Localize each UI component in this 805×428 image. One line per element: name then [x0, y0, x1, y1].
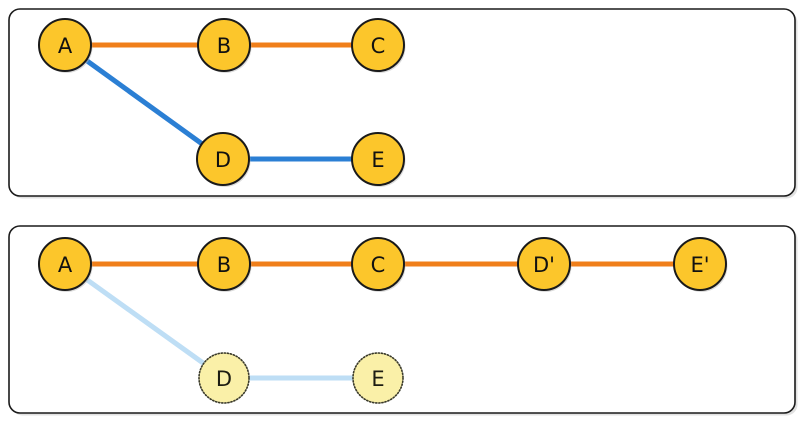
panels-layer [8, 8, 798, 416]
node-circle-Ep[interactable] [673, 237, 727, 291]
nodes-layer: A B C D E A B C D' E' D E [38, 18, 728, 404]
node-circle-D[interactable] [196, 132, 250, 186]
node-D[interactable]: D [196, 132, 251, 187]
node-Dp[interactable]: D' [517, 237, 572, 292]
node-A[interactable]: A [38, 18, 93, 73]
node-B[interactable]: B [197, 237, 252, 292]
node-D[interactable]: D [198, 352, 250, 404]
node-circle-A[interactable] [38, 18, 92, 72]
node-E[interactable]: E [351, 132, 406, 187]
node-Ep[interactable]: E' [673, 237, 728, 292]
edges-layer [82, 42, 677, 381]
node-circle-Dp[interactable] [517, 237, 571, 291]
node-circle-A[interactable] [38, 237, 92, 291]
node-circle-E[interactable] [352, 352, 404, 404]
node-circle-B[interactable] [197, 18, 251, 72]
node-E[interactable]: E [352, 352, 404, 404]
node-circle-C[interactable] [351, 237, 405, 291]
node-circle-D[interactable] [198, 352, 250, 404]
node-C[interactable]: C [351, 18, 406, 73]
node-circle-B[interactable] [197, 237, 251, 291]
node-circle-E[interactable] [351, 132, 405, 186]
node-circle-C[interactable] [351, 18, 405, 72]
edge-A-D[interactable] [82, 275, 208, 368]
node-A[interactable]: A [38, 237, 93, 292]
node-B[interactable]: B [197, 18, 252, 73]
edge-A-D[interactable] [82, 56, 206, 148]
node-C[interactable]: C [351, 237, 406, 292]
